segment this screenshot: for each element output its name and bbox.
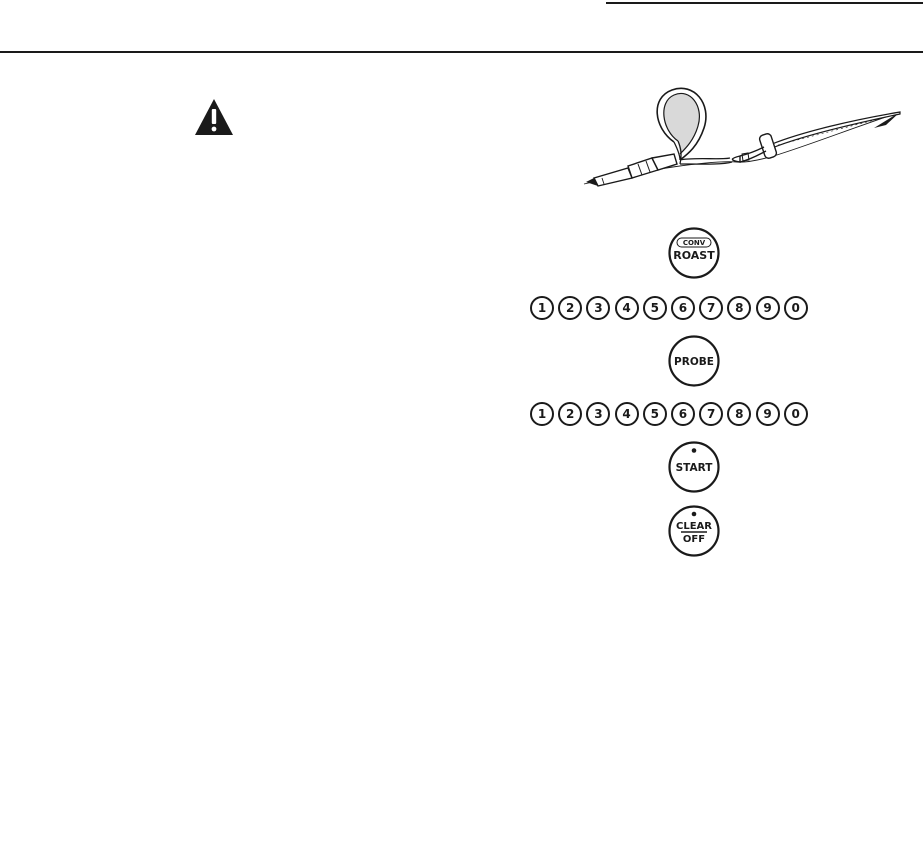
number-key-8[interactable]: 8 — [727, 402, 751, 426]
off-label: OFF — [683, 534, 705, 545]
number-key-0[interactable]: 0 — [784, 402, 808, 426]
top-right-rule — [606, 2, 923, 4]
number-key-3[interactable]: 3 — [586, 402, 610, 426]
number-key-6[interactable]: 6 — [671, 402, 695, 426]
number-pad-row-2: 1 2 3 4 5 6 7 8 9 0 — [530, 402, 808, 426]
number-key-1[interactable]: 1 — [530, 296, 554, 320]
clear-label: CLEAR — [676, 521, 712, 532]
conv-roast-key[interactable]: CONV ROAST — [668, 227, 720, 279]
number-key-0[interactable]: 0 — [784, 296, 808, 320]
number-key-2[interactable]: 2 — [558, 296, 582, 320]
number-key-7[interactable]: 7 — [699, 296, 723, 320]
number-key-5[interactable]: 5 — [643, 402, 667, 426]
number-key-3[interactable]: 3 — [586, 296, 610, 320]
number-key-4[interactable]: 4 — [615, 296, 639, 320]
probe-label: PROBE — [674, 356, 714, 368]
header-rule — [0, 51, 923, 53]
number-key-7[interactable]: 7 — [699, 402, 723, 426]
number-pad-row-1: 1 2 3 4 5 6 7 8 9 0 — [530, 296, 808, 320]
probe-key[interactable]: PROBE — [668, 335, 720, 387]
number-key-8[interactable]: 8 — [727, 296, 751, 320]
number-key-9[interactable]: 9 — [756, 296, 780, 320]
number-key-4[interactable]: 4 — [615, 402, 639, 426]
clear-off-key[interactable]: CLEAR OFF — [668, 505, 720, 557]
number-key-6[interactable]: 6 — [671, 296, 695, 320]
roast-label: ROAST — [673, 249, 715, 262]
temperature-probe-illustration — [582, 84, 912, 194]
control-pad-sequence: CONV ROAST 1 2 3 4 5 6 7 8 9 0 PROBE 1 2… — [496, 227, 896, 562]
number-key-1[interactable]: 1 — [530, 402, 554, 426]
indicator-light-icon — [692, 448, 697, 453]
number-key-2[interactable]: 2 — [558, 402, 582, 426]
start-label: START — [676, 462, 714, 474]
start-key[interactable]: START — [668, 441, 720, 493]
indicator-light-icon — [692, 512, 697, 517]
number-key-9[interactable]: 9 — [756, 402, 780, 426]
warning-triangle-icon — [194, 98, 234, 136]
conv-label: CONV — [683, 239, 706, 247]
number-key-5[interactable]: 5 — [643, 296, 667, 320]
